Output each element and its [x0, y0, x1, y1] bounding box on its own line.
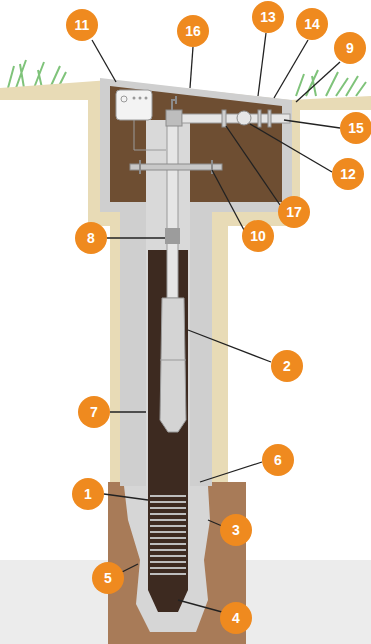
callout-number: 12	[332, 158, 364, 190]
riser-pipe	[167, 122, 178, 298]
casing-upper	[146, 120, 190, 490]
callout-number: 15	[340, 112, 371, 144]
pipe-flange	[268, 110, 271, 127]
callout-number: 11	[66, 9, 98, 41]
callout-number: 10	[242, 220, 274, 252]
power-cable	[134, 120, 166, 150]
callout-number: 6	[262, 444, 294, 476]
pipe-coupling	[165, 228, 180, 244]
pipe-flange	[258, 110, 261, 127]
control-indicator	[121, 96, 127, 102]
gravel-pack	[124, 486, 210, 632]
callout-number: 14	[296, 8, 328, 40]
callout-number: 13	[252, 1, 284, 33]
submersible-pump	[160, 298, 186, 432]
callout-number: 8	[75, 222, 107, 254]
well-cap	[130, 164, 222, 170]
callout-number: 1	[72, 478, 104, 510]
pump-joint	[160, 360, 186, 361]
callout-number: 2	[271, 350, 303, 382]
chamber-wall	[100, 78, 292, 212]
pipe-flange	[222, 110, 226, 127]
callout-number: 3	[220, 514, 252, 546]
air-valve	[172, 96, 176, 110]
control-indicator	[145, 97, 148, 100]
control-indicator	[139, 97, 142, 100]
chamber-interior	[110, 86, 282, 202]
callout-number: 17	[278, 196, 310, 228]
cap-bolt	[139, 160, 141, 174]
leader-lines	[92, 33, 340, 612]
discharge-pipe	[182, 114, 290, 123]
well-bottom	[148, 490, 188, 612]
callout-number: 5	[92, 562, 124, 594]
control-indicator	[133, 97, 136, 100]
callout-number: 4	[220, 602, 252, 634]
callout-number: 9	[334, 32, 366, 64]
screen-slots	[150, 496, 186, 574]
callout-number: 7	[78, 396, 110, 428]
callout-number: 16	[177, 15, 209, 47]
pitless-fitting	[166, 110, 182, 126]
control-box	[116, 90, 152, 120]
check-valve	[237, 111, 251, 125]
